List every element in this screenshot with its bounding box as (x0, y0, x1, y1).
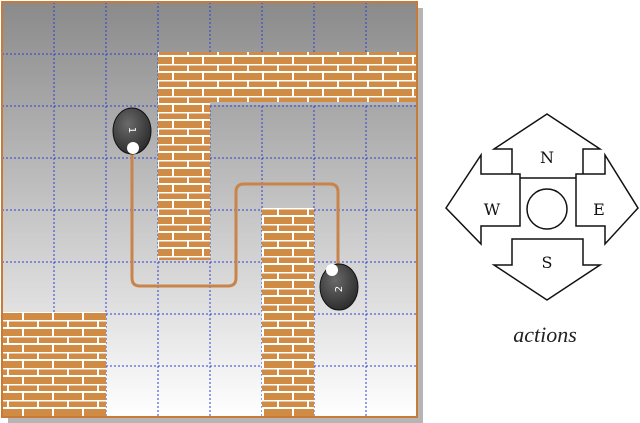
south-label: S (542, 253, 553, 272)
west-label: W (484, 200, 501, 219)
agent-1-indicator (127, 142, 139, 154)
action-legend (445, 113, 639, 301)
north-label: N (540, 148, 554, 167)
wall-bottom-left (2, 312, 106, 417)
south-arrow-icon (491, 238, 603, 301)
wall-top (158, 52, 417, 102)
north-arrow-icon (491, 113, 603, 179)
wall-middle-column (262, 208, 314, 417)
agent-2-indicator (326, 264, 338, 276)
agent-2-label: 2 (334, 286, 345, 292)
agent-1: 1 (112, 107, 152, 155)
agent-1-label: 1 (126, 127, 137, 133)
board-border (1, 1, 418, 418)
west-arrow-icon (445, 152, 521, 246)
brick-walls (2, 52, 419, 417)
agent-path (130, 150, 340, 288)
east-label: E (593, 200, 605, 219)
agent-2: 2 (319, 263, 359, 311)
east-arrow-icon (575, 152, 639, 246)
stay-circle-icon (526, 188, 568, 230)
actions-caption: actions (513, 322, 577, 347)
wall-left-column (158, 102, 210, 260)
